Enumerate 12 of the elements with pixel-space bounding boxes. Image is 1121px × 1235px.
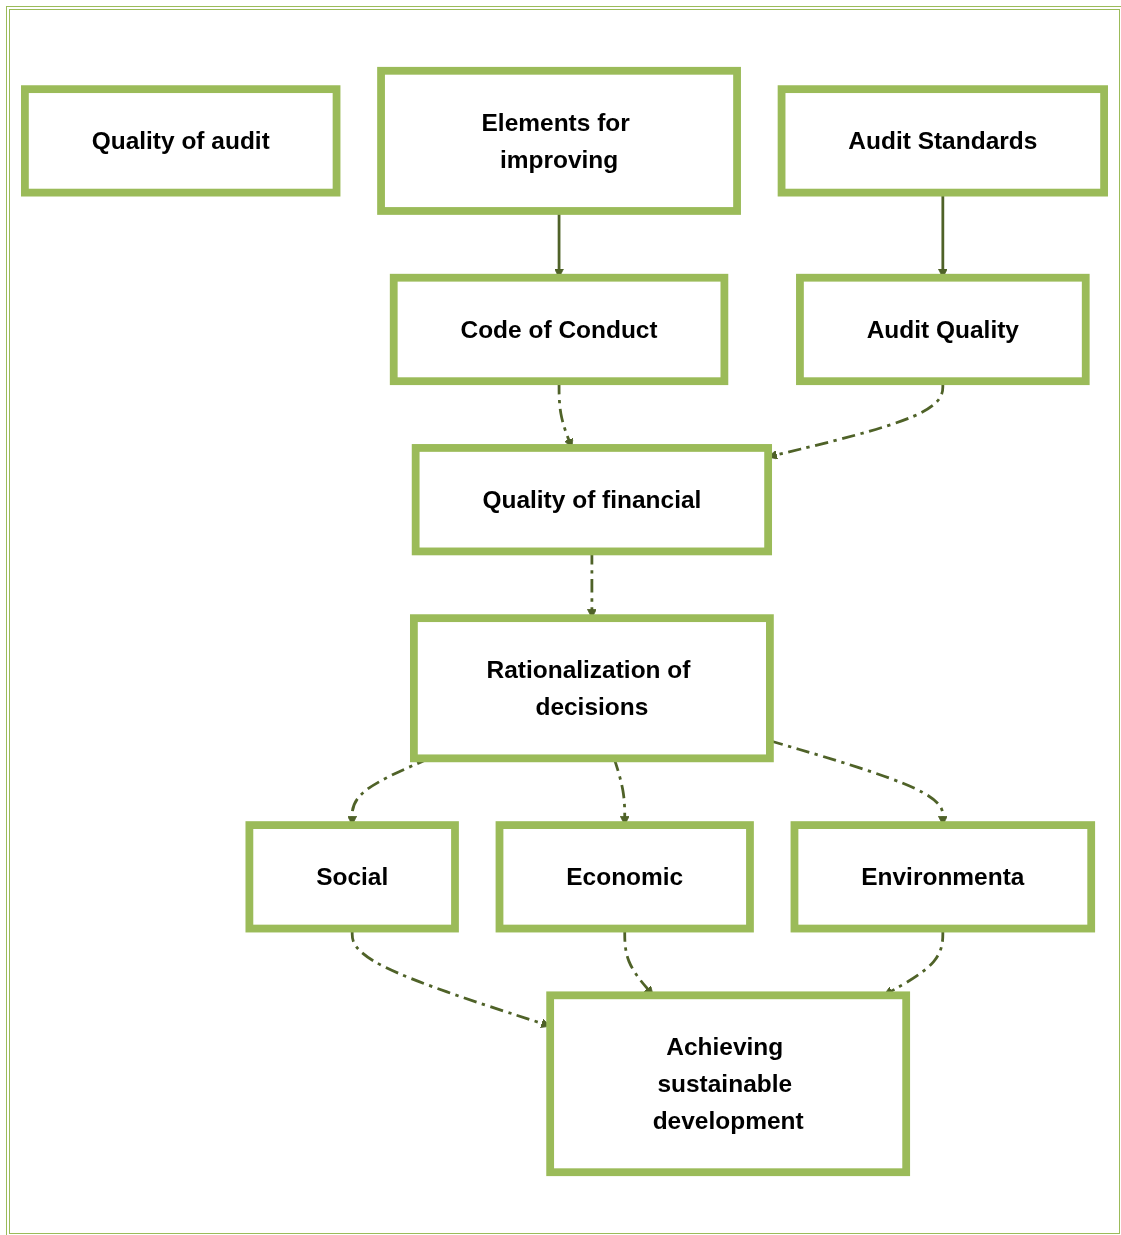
node-box [245,821,459,933]
node-box [410,614,774,763]
node-box [377,66,741,215]
node-box [796,273,1090,386]
frame-border: Quality of audit Elements for improving Audit Standards Code of Conduct Audit Quality Quality of financial Rationalization of decisions Social Economic Environmenta Achieving sustainable development [6,6,1121,1235]
node-box [389,273,729,386]
node-box [21,85,341,197]
node-box [495,821,754,933]
node-box [790,821,1096,933]
node-box [777,85,1108,197]
node-box [411,444,773,556]
node-box [546,991,911,1177]
